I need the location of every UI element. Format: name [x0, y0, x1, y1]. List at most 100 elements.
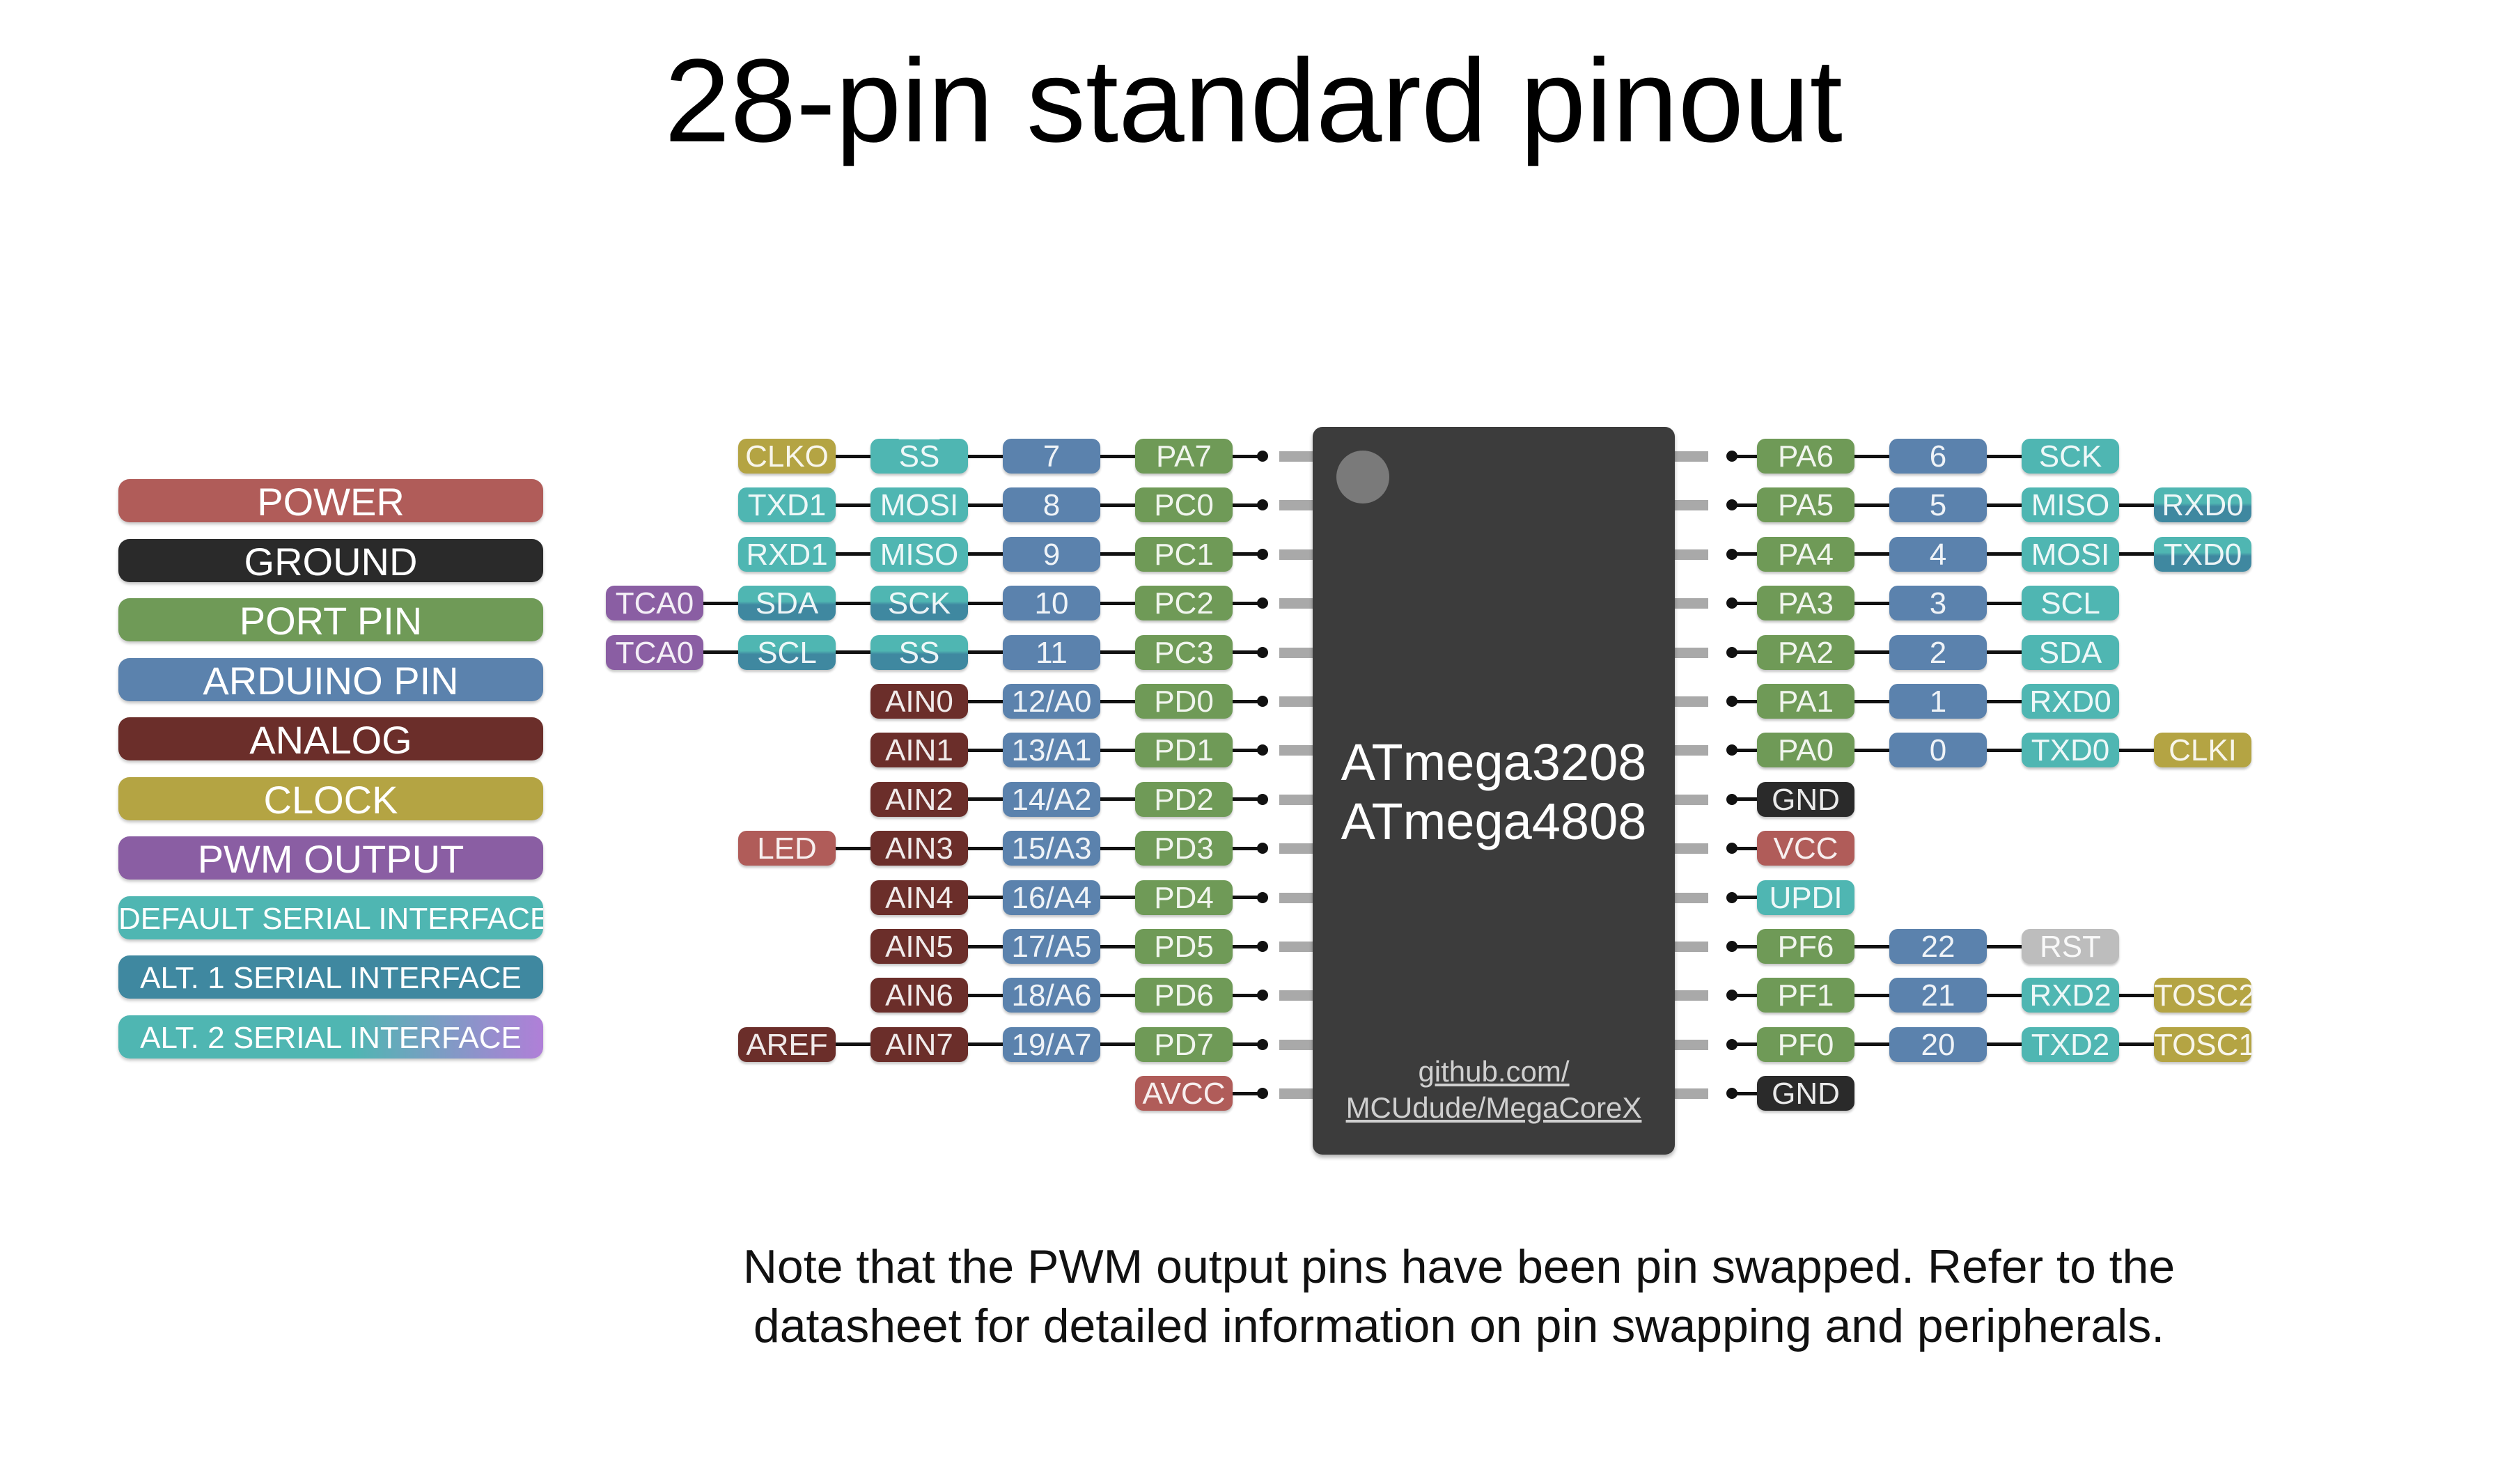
right-pin-2-0-label: PA4 [1778, 537, 1834, 572]
right-pin-10-2-label: RST [2040, 930, 2101, 964]
pin-stub-right [1675, 647, 1708, 658]
right-pin-5-1: 1 [1889, 684, 1987, 719]
pin-wire-left [787, 552, 919, 556]
pin-wire-right [1806, 454, 1938, 458]
pin-stub-left [1279, 1088, 1313, 1100]
right-pin-5-2-label: RXD0 [2029, 685, 2111, 719]
left-pin-9-0-label: AIN4 [885, 880, 953, 915]
pin-wire-left [655, 650, 787, 655]
left-pin-6-1-label: 13/A1 [1011, 733, 1092, 768]
right-pin-2-3-label: TXD0 [2163, 537, 2242, 572]
right-pin-4-2: SDA [2022, 634, 2119, 670]
pin-stub-right [1675, 1088, 1708, 1100]
pin-wire-right [1938, 503, 2070, 507]
right-pin-1-1: 5 [1889, 487, 1987, 523]
pin-stub-left [1279, 843, 1313, 854]
left-pin-0-3-label: PA7 [1156, 439, 1212, 474]
right-pin-4-2-label: SDA [2038, 635, 2102, 670]
right-pin-13-0-label: GND [1772, 1077, 1840, 1111]
left-pin-5-1-label: 12/A0 [1011, 685, 1092, 719]
pin-wire-right [2070, 1042, 2203, 1047]
pin-wire-left [919, 748, 1052, 752]
right-pin-11-3: TOSC2 [2154, 978, 2251, 1013]
right-pin-0-2: SCK [2022, 439, 2119, 474]
pin-dot-left [1257, 793, 1268, 805]
right-pin-2-2-label: MOSI [2031, 537, 2110, 572]
pin-dot-left [1257, 499, 1268, 511]
right-pin-6-1-label: 0 [1929, 733, 1947, 768]
legend-power: POWER [118, 479, 543, 522]
pin-wire-right [1806, 748, 1938, 752]
pin-wire-right [2070, 552, 2203, 556]
right-pin-9-0-label: UPDI [1769, 880, 1843, 915]
left-pin-9-2: PD4 [1135, 880, 1233, 915]
pin-stub-right [1675, 451, 1708, 462]
left-pin-11-1: 18/A6 [1003, 978, 1100, 1013]
pin-dot-left [1257, 891, 1268, 903]
legend-port-pin: PORT PIN [118, 598, 543, 641]
pin-wire-right [2070, 503, 2203, 507]
pin-dot-left [1257, 1088, 1268, 1100]
pin-wire-left [787, 601, 919, 605]
left-pin-0-1: SS [870, 439, 968, 474]
right-pin-1-2: MISO [2022, 487, 2119, 523]
right-pin-5-2: RXD0 [2022, 684, 2119, 719]
right-pin-11-0-label: PF1 [1777, 978, 1834, 1013]
pin-stub-right [1675, 745, 1708, 756]
left-pin-12-1: AIN7 [870, 1026, 968, 1062]
right-pin-11-0: PF1 [1757, 978, 1854, 1013]
pin-stub-right [1675, 500, 1708, 511]
left-pin-10-2-label: PD5 [1154, 930, 1214, 964]
pin-stub-right [1675, 598, 1708, 609]
pin-wire-right [1938, 699, 2070, 703]
pin-wire-right [1806, 650, 1938, 655]
left-pin-7-0: AIN2 [870, 781, 968, 817]
chip-name-2: ATmega4808 [1341, 792, 1647, 850]
right-pin-12-1: 20 [1889, 1026, 1987, 1062]
left-pin-11-1-label: 18/A6 [1011, 978, 1092, 1013]
right-pin-4-0-label: PA2 [1778, 635, 1834, 670]
right-pin-12-3-label: TOSC1 [2154, 1027, 2251, 1062]
left-pin-3-3: 10 [1003, 586, 1100, 621]
left-pin-1-0: TXD1 [738, 487, 836, 523]
right-pin-12-3: TOSC1 [2154, 1026, 2251, 1062]
left-pin-10-2: PD5 [1135, 929, 1233, 964]
right-pin-6-1: 0 [1889, 733, 1987, 768]
left-pin-10-1: 17/A5 [1003, 929, 1100, 964]
left-pin-2-2-label: 9 [1042, 537, 1061, 572]
chip-body: ATmega3208 ATmega4808 github.com/ MCUdud… [1313, 427, 1675, 1155]
right-pin-6-2-label: TXD0 [2031, 733, 2110, 768]
left-pin-7-1: 14/A2 [1003, 781, 1100, 817]
pin-dot-left [1257, 744, 1268, 756]
pin-wire-left [1052, 650, 1184, 655]
pin-wire-left [1052, 993, 1184, 997]
pin-wire-left [1052, 454, 1184, 458]
pin-wire-right [1806, 552, 1938, 556]
pin-stub-right [1675, 1039, 1708, 1050]
left-pin-11-0-label: AIN6 [885, 978, 953, 1013]
pin-wire-right [1938, 1042, 2070, 1047]
pin-wire-left [787, 503, 919, 507]
left-pin-6-1: 13/A1 [1003, 733, 1100, 768]
left-pin-8-3: PD3 [1135, 831, 1233, 866]
pin-wire-left [1052, 846, 1184, 850]
right-pin-10-1: 22 [1889, 929, 1987, 964]
right-pin-0-1: 6 [1889, 439, 1987, 474]
left-pin-9-0: AIN4 [870, 880, 968, 915]
left-pin-0-2: 7 [1003, 439, 1100, 474]
chip-link-2[interactable]: MCUdude/MegaCoreX [1345, 1091, 1642, 1124]
right-pin-11-3-label: TOSC2 [2154, 978, 2251, 1013]
left-pin-1-2: 8 [1003, 487, 1100, 523]
left-pin-0-2-label: 7 [1042, 439, 1061, 474]
right-pin-12-0-label: PF0 [1777, 1027, 1834, 1062]
right-pin-0-0-label: PA6 [1778, 439, 1834, 474]
right-pin-2-3: TXD0 [2154, 536, 2251, 572]
pin-wire-left [1052, 503, 1184, 507]
pin-wire-right [1806, 601, 1938, 605]
pin-dot-left [1257, 696, 1268, 707]
left-pin-3-2-label: SCK [887, 586, 951, 621]
legend-alt-2-serial-interface: ALT. 2 SERIAL INTERFACE [118, 1015, 543, 1059]
right-pin-1-3: RXD0 [2154, 487, 2251, 523]
pin-stub-right [1675, 990, 1708, 1001]
chip-link-1[interactable]: github.com/ [1418, 1055, 1570, 1088]
